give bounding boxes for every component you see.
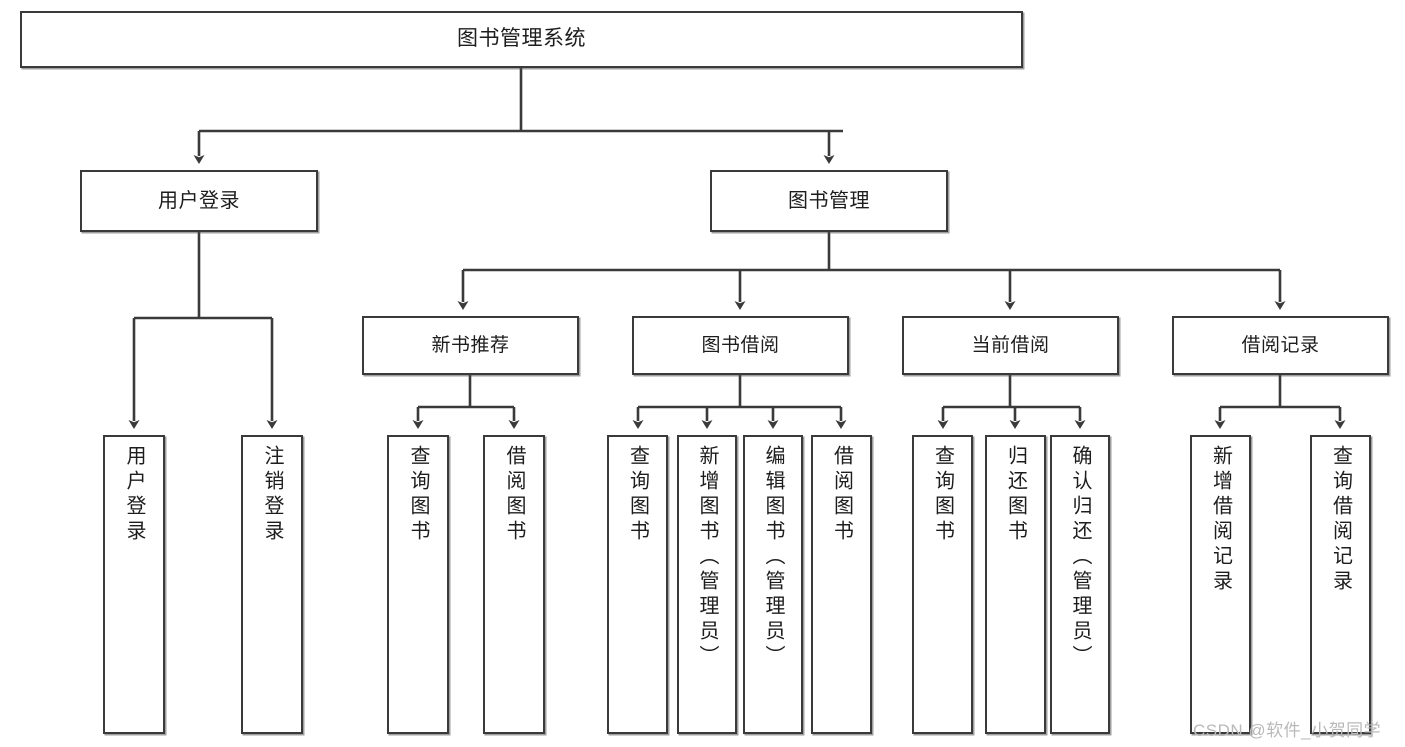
node-leaf-return-book[interactable]: 归还图书 (985, 435, 1046, 734)
node-new-book-recommend[interactable]: 新书推荐 (362, 316, 579, 375)
node-leaf-query-record[interactable]: 查询借阅记录 (1310, 435, 1371, 734)
node-leaf-borrow-book-2[interactable]: 借阅图书 (811, 435, 872, 734)
node-leaf-user-login-label: 用户登录 (123, 445, 145, 545)
node-leaf-confirm-return-label: 确认归还（管理员） (1069, 445, 1091, 670)
csdn-watermark: CSDN @软件_小贺同学 (1193, 721, 1382, 740)
node-leaf-edit-book-label: 编辑图书（管理员） (762, 445, 784, 670)
node-leaf-add-record-label: 新增借阅记录 (1209, 445, 1232, 595)
node-borrow-record-label: 借阅记录 (1241, 334, 1320, 356)
node-root[interactable]: 图书管理系统 (20, 11, 1023, 68)
node-leaf-query-book-1[interactable]: 查询图书 (387, 435, 449, 734)
node-user-login[interactable]: 用户登录 (80, 170, 318, 232)
node-leaf-query-record-label: 查询借阅记录 (1329, 445, 1352, 595)
node-leaf-edit-book[interactable]: 编辑图书（管理员） (743, 435, 803, 734)
node-leaf-add-book-label: 新增图书（管理员） (696, 445, 718, 670)
node-leaf-query-book-2[interactable]: 查询图书 (607, 435, 668, 734)
node-leaf-confirm-return[interactable]: 确认归还（管理员） (1050, 435, 1110, 734)
node-book-manage-label: 图书管理 (788, 189, 870, 212)
node-borrow-record[interactable]: 借阅记录 (1172, 316, 1389, 375)
node-leaf-add-record[interactable]: 新增借阅记录 (1190, 435, 1251, 734)
node-leaf-add-book[interactable]: 新增图书（管理员） (677, 435, 737, 734)
node-leaf-user-logout-label: 注销登录 (261, 445, 283, 545)
node-root-label: 图书管理系统 (457, 27, 586, 51)
node-leaf-borrow-book-2-label: 借阅图书 (830, 445, 853, 545)
node-leaf-user-logout[interactable]: 注销登录 (241, 435, 303, 734)
node-book-borrow-label: 图书借阅 (701, 334, 780, 356)
node-leaf-query-book-2-label: 查询图书 (626, 445, 649, 545)
node-book-manage[interactable]: 图书管理 (710, 170, 948, 232)
node-leaf-query-book-3[interactable]: 查询图书 (912, 435, 973, 734)
node-user-login-label: 用户登录 (158, 189, 240, 212)
node-leaf-query-book-1-label: 查询图书 (407, 445, 429, 545)
node-new-book-recommend-label: 新书推荐 (431, 334, 510, 356)
node-current-borrow[interactable]: 当前借阅 (902, 316, 1119, 375)
node-current-borrow-label: 当前借阅 (971, 334, 1050, 356)
node-leaf-borrow-book-1-label: 借阅图书 (503, 445, 525, 545)
node-book-borrow[interactable]: 图书借阅 (632, 316, 849, 375)
node-leaf-user-login[interactable]: 用户登录 (103, 435, 165, 734)
node-leaf-return-book-label: 归还图书 (1004, 445, 1027, 545)
node-leaf-borrow-book-1[interactable]: 借阅图书 (483, 435, 545, 734)
node-leaf-query-book-3-label: 查询图书 (931, 445, 954, 545)
